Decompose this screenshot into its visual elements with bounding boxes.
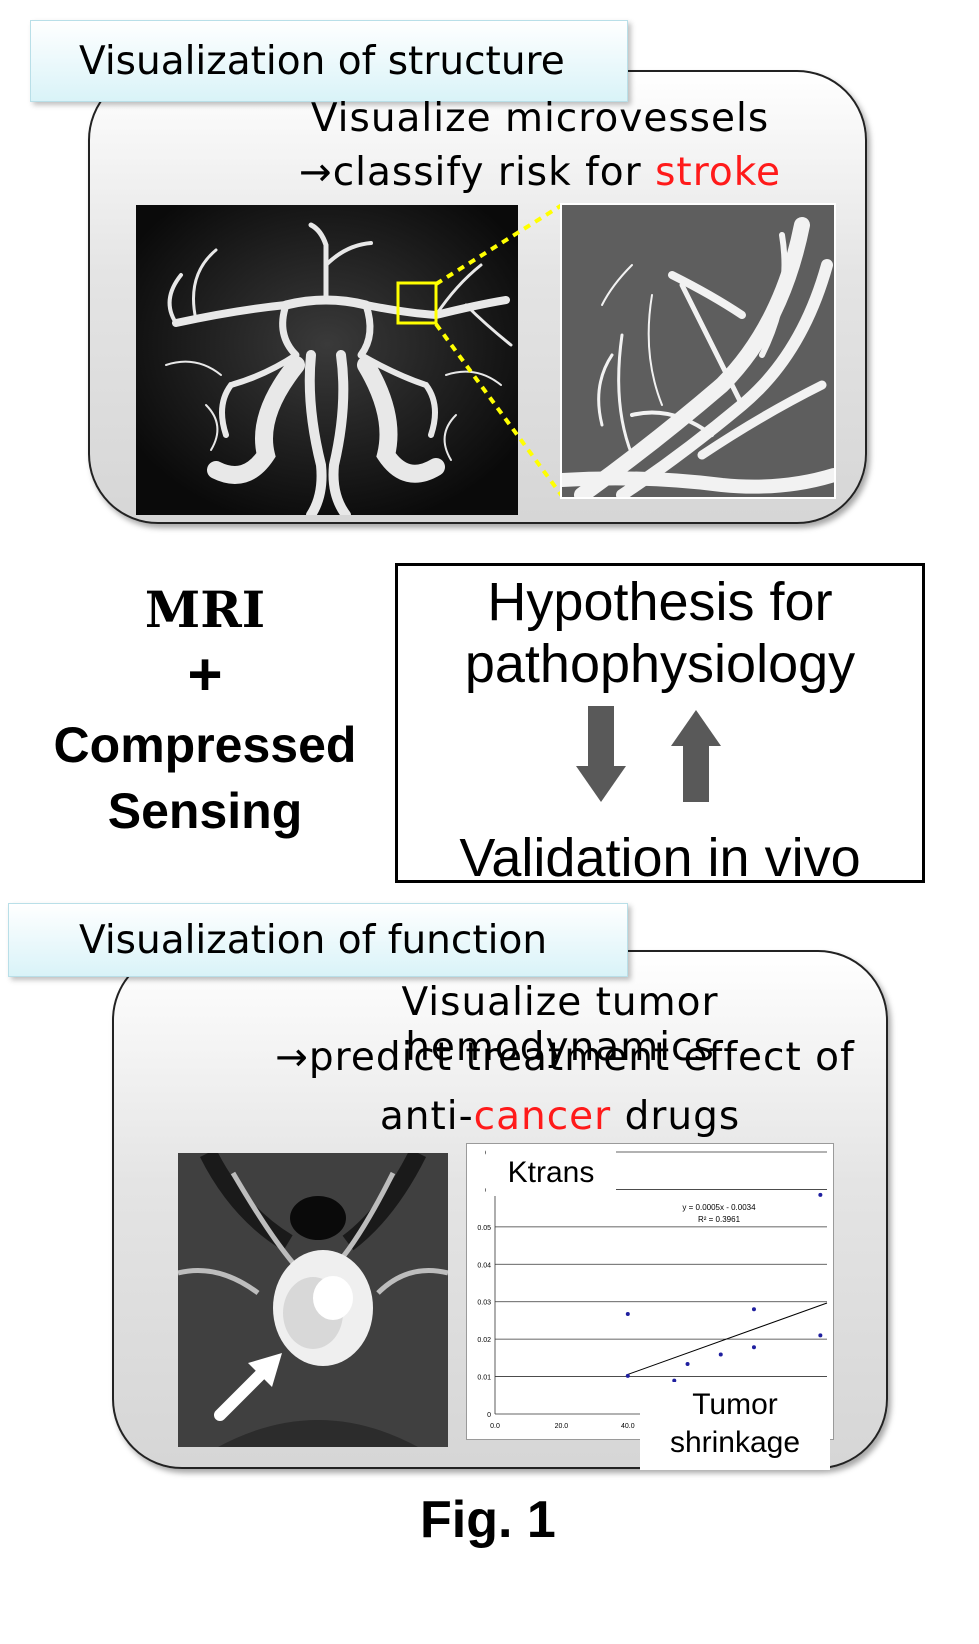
hypothesis-line1: Hypothesis for bbox=[487, 572, 833, 632]
x-tick-label: 0.0 bbox=[490, 1423, 500, 1430]
microvessel-illustration bbox=[562, 205, 834, 497]
function-tab-title: Visualization of function bbox=[8, 903, 628, 977]
function-caption-line3: anti-cancer drugs bbox=[330, 1094, 790, 1146]
anti-prefix: anti- bbox=[379, 1094, 474, 1139]
structure-caption-line2: →classify risk for stroke bbox=[280, 150, 800, 202]
figure-label: Fig. 1 bbox=[420, 1491, 556, 1549]
shrinkage-label: shrinkage bbox=[669, 1426, 801, 1459]
hypothesis-validation-box: Hypothesis for pathophysiology Validatio… bbox=[395, 563, 925, 888]
microvessel-zoom-image bbox=[560, 203, 836, 499]
function-caption-text: predict treatment effect of bbox=[308, 1035, 855, 1080]
y-tick-label: 0.04 bbox=[477, 1262, 491, 1269]
tumor-pointer-arrow-icon bbox=[214, 1353, 282, 1421]
vessel-illustration bbox=[136, 205, 518, 515]
stroke-highlight: stroke bbox=[655, 150, 781, 195]
compressed-label: Compressed bbox=[53, 717, 357, 773]
mri-label: MRI bbox=[144, 580, 266, 639]
trendline-equation: y = 0.0005x - 0.0034 bbox=[682, 1203, 756, 1212]
function-caption-line1: Visualize tumor hemodynamics bbox=[401, 980, 719, 1070]
structure-tab-title: Visualization of structure bbox=[30, 20, 628, 102]
zoom-region-marker bbox=[396, 281, 438, 325]
trend-line bbox=[627, 1302, 828, 1375]
arrow-up-icon bbox=[671, 710, 721, 802]
tumor-label: Tumor bbox=[692, 1388, 778, 1421]
function-caption-line2: →predict treatment effect of bbox=[260, 1035, 870, 1087]
tumor-shrinkage-label: Tumor shrinkage bbox=[640, 1382, 830, 1470]
data-point bbox=[685, 1361, 690, 1366]
r-squared-label: R² = 0.3961 bbox=[698, 1215, 741, 1224]
data-point bbox=[751, 1345, 756, 1350]
y-tick-label: 0 bbox=[487, 1412, 491, 1419]
sensing-label: Sensing bbox=[107, 783, 303, 839]
structure-caption-line1: Visualize microvessels bbox=[310, 96, 770, 141]
data-point bbox=[625, 1373, 630, 1378]
y-tick-label: 0.02 bbox=[477, 1337, 491, 1344]
x-tick-label: 20.0 bbox=[555, 1423, 569, 1430]
plus-sign: + bbox=[187, 641, 223, 708]
validation-label: Validation in vivo bbox=[459, 828, 861, 888]
hypothesis-line2: pathophysiology bbox=[464, 634, 856, 694]
brain-angiography-image bbox=[136, 205, 518, 515]
y-tick-label: 0.05 bbox=[477, 1225, 491, 1232]
tumor-mri-image bbox=[178, 1153, 448, 1447]
arrow-right-icon: → bbox=[275, 1035, 309, 1080]
arrow-down-icon bbox=[576, 706, 626, 802]
data-point bbox=[718, 1352, 723, 1357]
data-point bbox=[625, 1311, 630, 1316]
cancer-highlight: cancer bbox=[473, 1094, 612, 1139]
data-point bbox=[672, 1378, 677, 1383]
tumor-illustration bbox=[178, 1153, 448, 1447]
data-point bbox=[818, 1333, 823, 1338]
drugs-suffix: drugs bbox=[611, 1094, 741, 1139]
ktrans-label: Ktrans bbox=[486, 1150, 616, 1196]
cycle-arrows bbox=[576, 706, 721, 802]
data-point bbox=[818, 1192, 823, 1197]
arrow-right-icon: → bbox=[299, 150, 333, 195]
x-tick-label: 40.0 bbox=[621, 1423, 635, 1430]
y-tick-label: 0.01 bbox=[477, 1375, 491, 1382]
structure-caption-text: classify risk for bbox=[332, 150, 656, 195]
y-tick-label: 0.03 bbox=[477, 1300, 491, 1307]
data-point bbox=[751, 1307, 756, 1312]
